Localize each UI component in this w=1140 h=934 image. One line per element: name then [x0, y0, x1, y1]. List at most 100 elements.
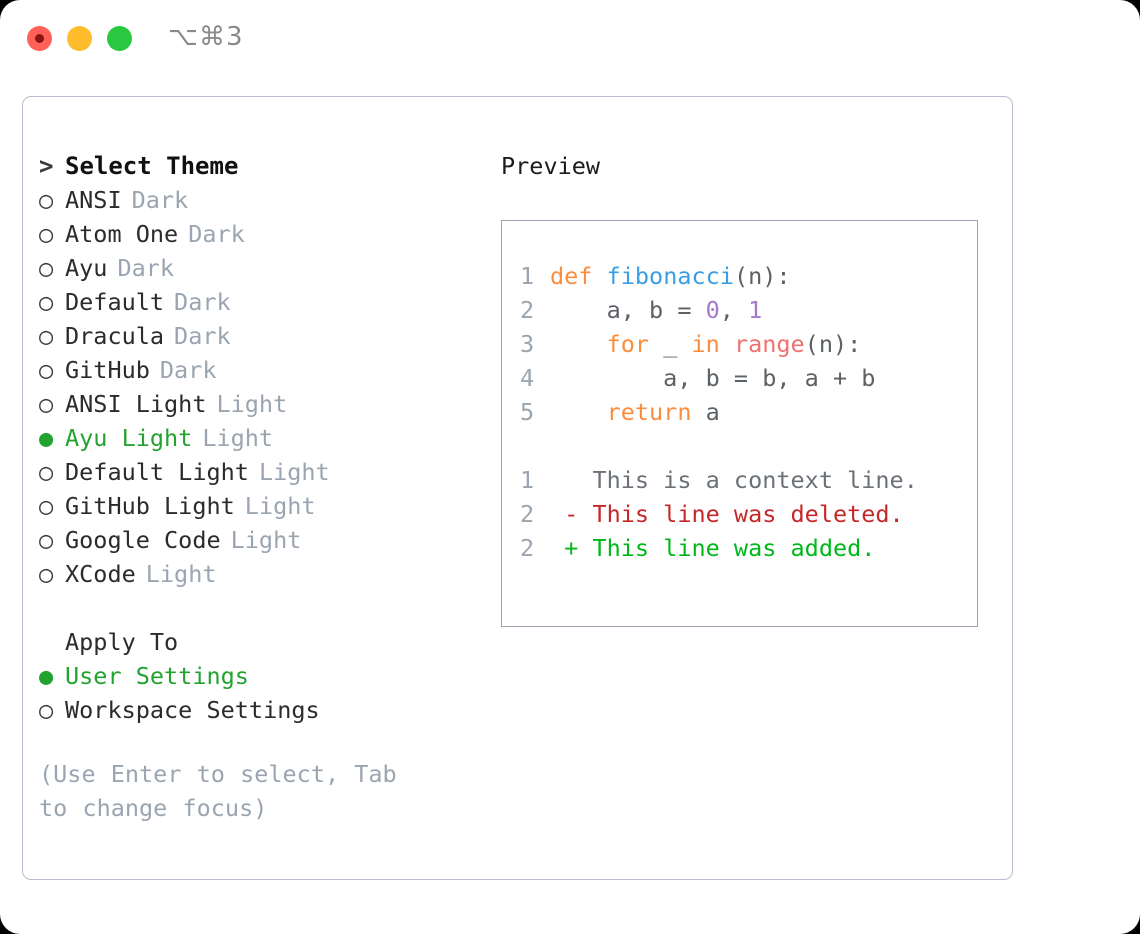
code-line: 3 for _ in range(n):: [520, 327, 977, 361]
diff-line-text: + This line was added.: [550, 534, 876, 562]
line-number: 2: [520, 500, 535, 528]
theme-option-label: Default: [65, 288, 165, 316]
theme-variant-badge: Dark: [174, 288, 231, 316]
line-number: 2: [520, 534, 535, 562]
code-line: 4 a, b = b, a + b: [520, 361, 977, 395]
code-line-text: a, b = b, a + b: [550, 361, 875, 395]
theme-option[interactable]: ○ GitHub Light Light: [39, 489, 459, 523]
line-number: 2: [520, 296, 535, 324]
code-line-text: a, b = 0, 1: [550, 293, 763, 327]
apply-to-option-label: Workspace Settings: [65, 696, 320, 724]
apply-to-option[interactable]: ●User Settings: [39, 659, 459, 693]
radio-unselected-icon: ○: [39, 526, 54, 554]
radio-unselected-icon: ○: [39, 254, 54, 282]
code-token: a, b =: [550, 296, 706, 324]
code-line: 2 a, b = 0, 1: [520, 293, 977, 327]
theme-option-label: GitHub: [65, 356, 150, 384]
code-token: ,: [719, 296, 749, 324]
code-line: 5 return a: [520, 395, 977, 429]
theme-variant-badge: Light: [258, 458, 330, 486]
maximize-button[interactable]: [107, 26, 132, 51]
theme-option-label: GitHub Light: [65, 492, 235, 520]
code-diff-spacer: [520, 429, 977, 463]
diff-sample: 1 This is a context line.2 - This line w…: [520, 463, 977, 565]
theme-variant-badge: Dark: [174, 322, 231, 350]
keyboard-hint-text: (Use Enter to select, Tab to change focu…: [39, 760, 397, 822]
select-theme-heading: >Select Theme: [39, 149, 459, 183]
theme-option-label: Dracula: [65, 322, 165, 350]
code-token: def: [550, 262, 593, 290]
theme-option[interactable]: ○ Default Dark: [39, 285, 459, 319]
radio-unselected-icon: ○: [39, 492, 54, 520]
radio-unselected-icon: ○: [39, 186, 54, 214]
title-bar: ⌥⌘3: [0, 0, 1140, 76]
theme-variant-badge: Light: [244, 492, 316, 520]
code-token: [720, 330, 734, 358]
apply-to-option[interactable]: ○Workspace Settings: [39, 693, 459, 727]
radio-unselected-icon: ○: [39, 288, 54, 316]
radio-unselected-icon: ○: [39, 560, 54, 588]
apply-to-heading: Apply To: [39, 625, 459, 659]
radio-selected-icon: ●: [39, 424, 54, 452]
code-token: return: [606, 398, 692, 426]
apply-to-list: ●User Settings○Workspace Settings: [39, 659, 459, 727]
code-token: [550, 398, 607, 426]
diff-line: 2 + This line was added.: [520, 531, 977, 565]
code-token: (n):: [733, 262, 791, 290]
close-button[interactable]: [27, 26, 52, 51]
theme-option[interactable]: ○ Default Light Light: [39, 455, 459, 489]
window-controls: [27, 26, 132, 51]
theme-option-label: Default Light: [65, 458, 249, 486]
diff-line-text: This is a context line.: [550, 466, 918, 494]
radio-unselected-icon: ○: [39, 322, 54, 350]
code-line: 1 def fibonacci(n):: [520, 259, 977, 293]
theme-variant-badge: Light: [202, 424, 274, 452]
code-token: range: [733, 330, 805, 358]
radio-unselected-icon: ○: [39, 356, 54, 384]
code-token: for: [606, 330, 650, 358]
radio-unselected-icon: ○: [39, 390, 54, 418]
diff-line-text: - This line was deleted.: [550, 500, 904, 528]
code-line-text: for _ in range(n):: [550, 327, 862, 361]
diff-line: 2 - This line was deleted.: [520, 497, 977, 531]
apply-to-heading-label: Apply To: [65, 628, 179, 656]
line-number: 4: [520, 364, 535, 392]
radio-unselected-icon: ○: [39, 458, 54, 486]
code-line-text: def fibonacci(n):: [550, 259, 791, 293]
line-number: 1: [520, 466, 535, 494]
code-token: 1: [748, 296, 763, 324]
theme-variant-badge: Dark: [117, 254, 175, 282]
diff-line: 1 This is a context line.: [520, 463, 977, 497]
theme-option[interactable]: ○ Dracula Dark: [39, 319, 459, 353]
keyboard-shortcut-label: ⌥⌘3: [168, 22, 244, 52]
code-token: [550, 330, 607, 358]
theme-option-label: ANSI: [65, 186, 122, 214]
code-token: (n):: [804, 330, 862, 358]
theme-variant-badge: Light: [230, 526, 302, 554]
radio-selected-icon: ●: [39, 662, 54, 690]
code-token: fibonacci: [606, 262, 734, 290]
line-number: 5: [520, 398, 535, 426]
minimize-button[interactable]: [67, 26, 92, 51]
radio-unselected-icon: ○: [39, 220, 54, 248]
preview-heading: Preview: [501, 152, 601, 180]
theme-option-label: Atom One: [65, 220, 179, 248]
line-number: 1: [520, 262, 535, 290]
line-number: 3: [520, 330, 535, 358]
code-token: in: [691, 330, 720, 358]
prompt-caret-icon: >: [39, 152, 54, 180]
